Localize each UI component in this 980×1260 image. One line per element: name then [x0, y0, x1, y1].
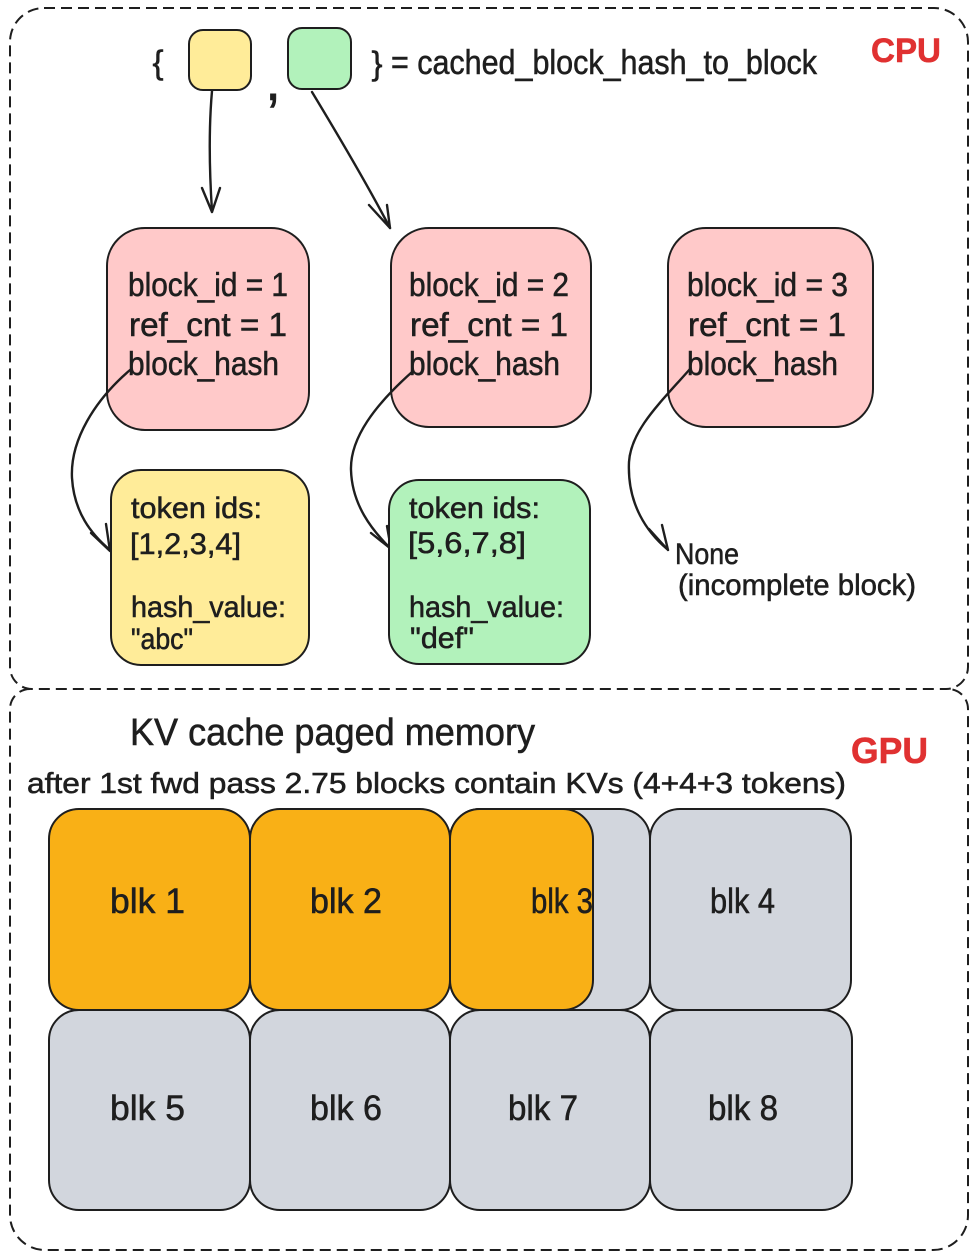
svg-text:blk 5: blk 5 — [110, 1089, 185, 1128]
svg-text:"abc": "abc" — [131, 623, 193, 656]
svg-text:after 1st fwd pass 2.75 blocks: after 1st fwd pass 2.75 blocks contain K… — [27, 768, 846, 800]
svg-text:blk 6: blk 6 — [310, 1089, 382, 1128]
svg-text:blk 8: blk 8 — [708, 1089, 778, 1128]
svg-text:,: , — [265, 48, 281, 113]
svg-text:GPU: GPU — [851, 730, 928, 771]
svg-text:= cached_block_hash_to_block: = cached_block_hash_to_block — [391, 44, 818, 82]
svg-text:hash_value:: hash_value: — [131, 591, 286, 624]
svg-text:block_id = 2: block_id = 2 — [409, 266, 569, 303]
svg-text:ref_cnt = 1: ref_cnt = 1 — [688, 306, 846, 343]
svg-text:block_hash: block_hash — [687, 345, 838, 382]
svg-text:"def": "def" — [410, 622, 474, 655]
svg-text:None: None — [675, 538, 739, 571]
svg-text:[5,6,7,8]: [5,6,7,8] — [408, 527, 526, 560]
svg-text:block_id = 3: block_id = 3 — [687, 266, 848, 303]
svg-text:}: } — [371, 45, 382, 82]
svg-text:(incomplete block): (incomplete block) — [678, 569, 916, 602]
svg-text:token ids:: token ids: — [409, 492, 540, 525]
svg-text:ref_cnt = 1: ref_cnt = 1 — [129, 306, 287, 343]
svg-text:blk 7: blk 7 — [508, 1089, 578, 1128]
svg-text:token ids:: token ids: — [131, 492, 262, 525]
svg-text:blk 2: blk 2 — [310, 882, 382, 921]
svg-text:{: { — [152, 44, 163, 81]
svg-text:[1,2,3,4]: [1,2,3,4] — [130, 528, 241, 561]
svg-text:blk 4: blk 4 — [710, 882, 775, 921]
svg-text:block_id = 1: block_id = 1 — [128, 266, 288, 303]
svg-text:CPU: CPU — [871, 32, 941, 70]
svg-text:hash_value:: hash_value: — [409, 591, 564, 624]
svg-text:block_hash: block_hash — [409, 345, 560, 382]
svg-text:ref_cnt = 1: ref_cnt = 1 — [410, 306, 568, 343]
svg-text:KV cache paged memory: KV cache paged memory — [130, 712, 535, 754]
svg-text:blk 1: blk 1 — [110, 882, 185, 921]
svg-text:block_hash: block_hash — [128, 345, 279, 382]
svg-text:blk 3: blk 3 — [531, 882, 593, 921]
